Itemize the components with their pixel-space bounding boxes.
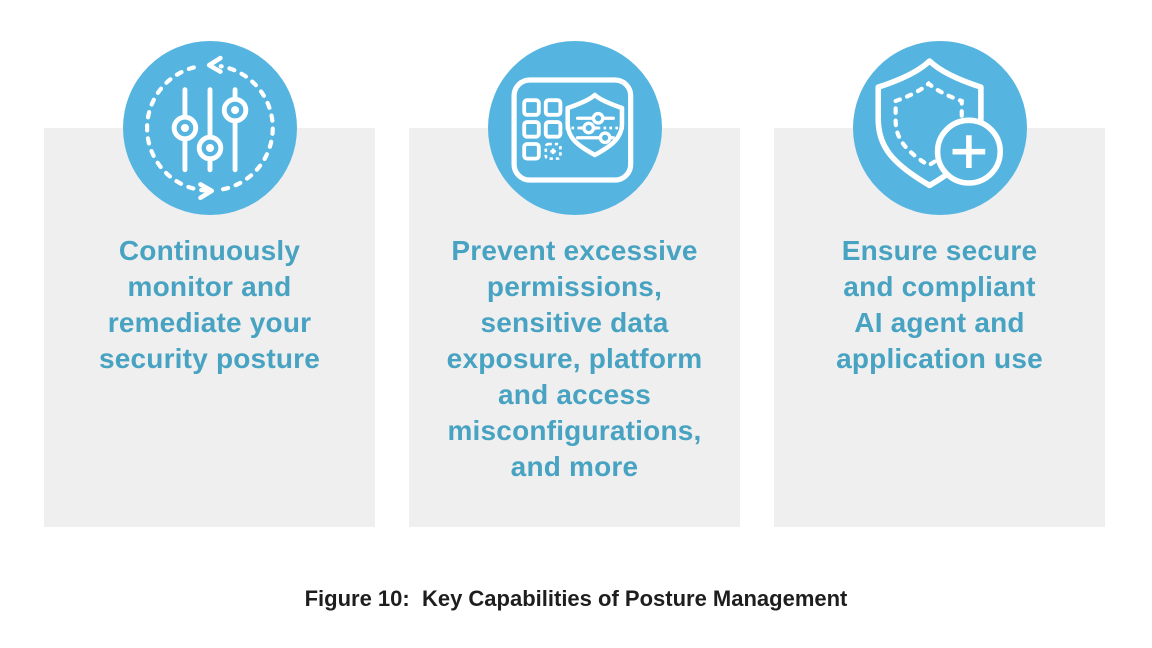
card-text: Prevent excessive permissions, sensitive… [446, 235, 703, 482]
capability-card-prevent: Prevent excessive permissions, sensitive… [409, 0, 740, 527]
policy-dashboard-shield-icon [487, 41, 662, 215]
capability-card-ensure: Ensure secure and compliant AI agent and… [774, 0, 1105, 527]
continuous-monitoring-sliders-icon [122, 41, 297, 215]
shield-plus-icon [852, 41, 1027, 215]
figure-caption: Figure 10: Key Capabilities of Posture M… [304, 586, 848, 611]
card-text: Continuously monitor and remediate your … [98, 235, 321, 374]
cards-row: Continuously monitor and remediate your … [44, 0, 1105, 527]
card-text: Ensure secure and compliant AI agent and… [836, 235, 1043, 374]
capability-card-monitor: Continuously monitor and remediate your … [44, 0, 375, 527]
